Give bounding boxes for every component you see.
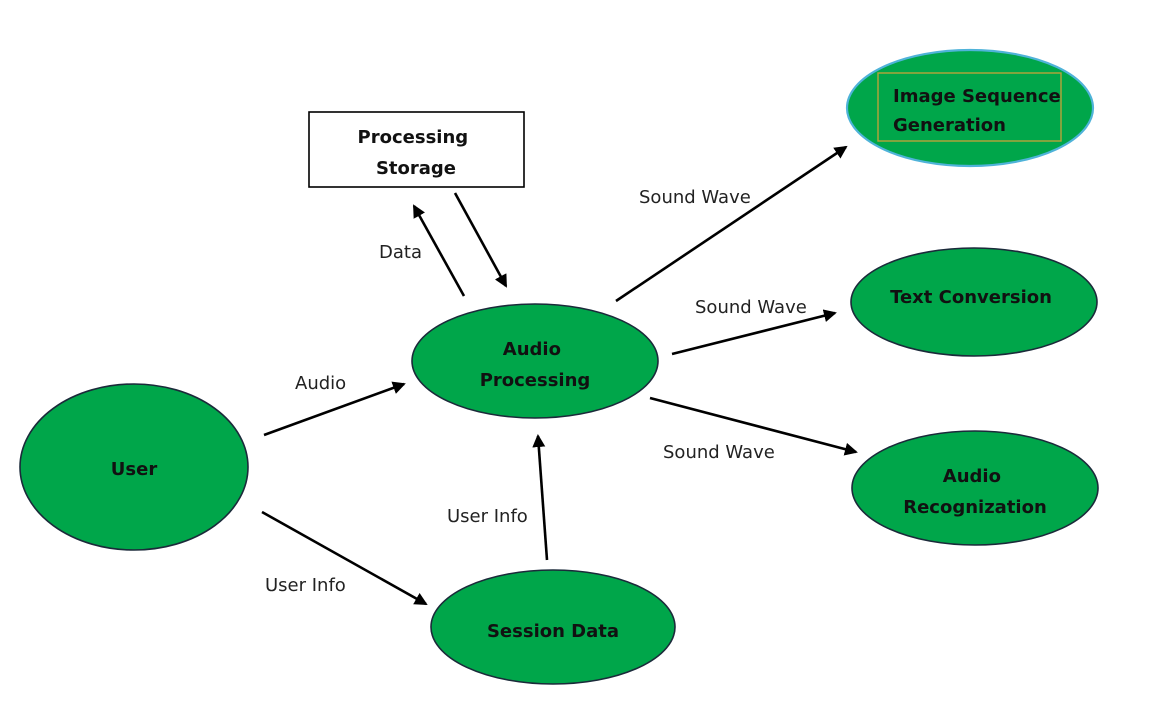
audio-processing-label: Audio Processing [480,339,591,391]
edge-audio-processing-to-audio-recognization [649,396,858,456]
edge-label-sound-wave-recog: Sound Wave [663,442,775,463]
image-sequence-label: Image Sequence Generation [893,86,1067,136]
edge-label-user-info-session: User Info [447,506,528,527]
edge-label-sound-wave-text: Sound Wave [695,297,807,318]
processing-storage-label: Processing Storage [358,127,475,179]
edge-audio-processing-to-image-sequence [615,145,848,303]
edge-label-data: Data [379,242,422,263]
session-data-label: Session Data [487,621,619,642]
edge-user-to-audio-processing [263,381,406,437]
image-sequence-node: Image Sequence Generation [845,48,1095,168]
edge-label-sound-wave-image: Sound Wave [639,187,751,208]
audio-recognization-label: Audio Recognization [903,466,1047,518]
edge-session-data-to-audio-processing [532,434,549,561]
image-sequence-oval [845,48,1095,168]
processing-storage-node: Processing Storage [308,111,525,188]
edge-audio-processing-to-text-conversion [671,309,837,356]
session-data-oval [430,569,676,685]
processing-storage-box [308,111,525,188]
audio-processing-oval [411,303,659,419]
text-conversion-node: Text Conversion [850,247,1098,357]
edge-user-to-session-data [261,510,428,606]
text-conversion-label: Text Conversion [890,287,1052,308]
edge-audio-processing-to-storage [412,204,466,297]
image-sequence-text-box [877,72,1062,142]
user-label: User [111,459,158,480]
audio-recognization-oval [851,430,1099,546]
session-data-node: Session Data [430,569,676,685]
user-node: User [19,383,249,551]
edge-label-audio: Audio [295,373,346,394]
edge-label-user-info-user: User Info [265,575,346,596]
audio-recognization-node: Audio Recognization [851,430,1099,546]
text-conversion-oval [850,247,1098,357]
audio-processing-node: Audio Processing [411,303,659,419]
user-oval [19,383,249,551]
edge-storage-to-audio-processing [453,192,508,288]
